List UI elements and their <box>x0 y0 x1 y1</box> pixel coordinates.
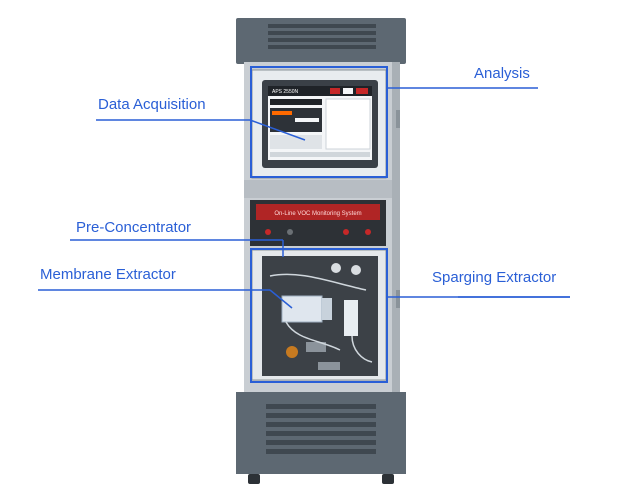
analysis-highlight-frame <box>250 66 388 178</box>
label-data-acquisition: Data Acquisition <box>98 96 206 113</box>
top-vent <box>268 24 376 49</box>
panel-title-text: On-Line VOC Monitoring System <box>274 211 361 217</box>
extractor-highlight-frame <box>250 248 388 383</box>
wheel-right <box>382 474 394 484</box>
panel-title-bar <box>256 204 380 220</box>
label-pre-concentrator: Pre-Concentrator <box>76 219 192 236</box>
screen-title-text: APS 2550N <box>272 89 299 95</box>
label-sparging-extractor: Sparging Extractor <box>432 269 557 286</box>
wheel-left <box>248 474 260 484</box>
label-membrane-extractor: Membrane Extractor <box>40 266 176 283</box>
base-vent <box>266 404 376 454</box>
label-analysis: Analysis <box>474 65 530 82</box>
sparging-vessel <box>344 300 358 336</box>
membrane-module <box>281 295 323 323</box>
